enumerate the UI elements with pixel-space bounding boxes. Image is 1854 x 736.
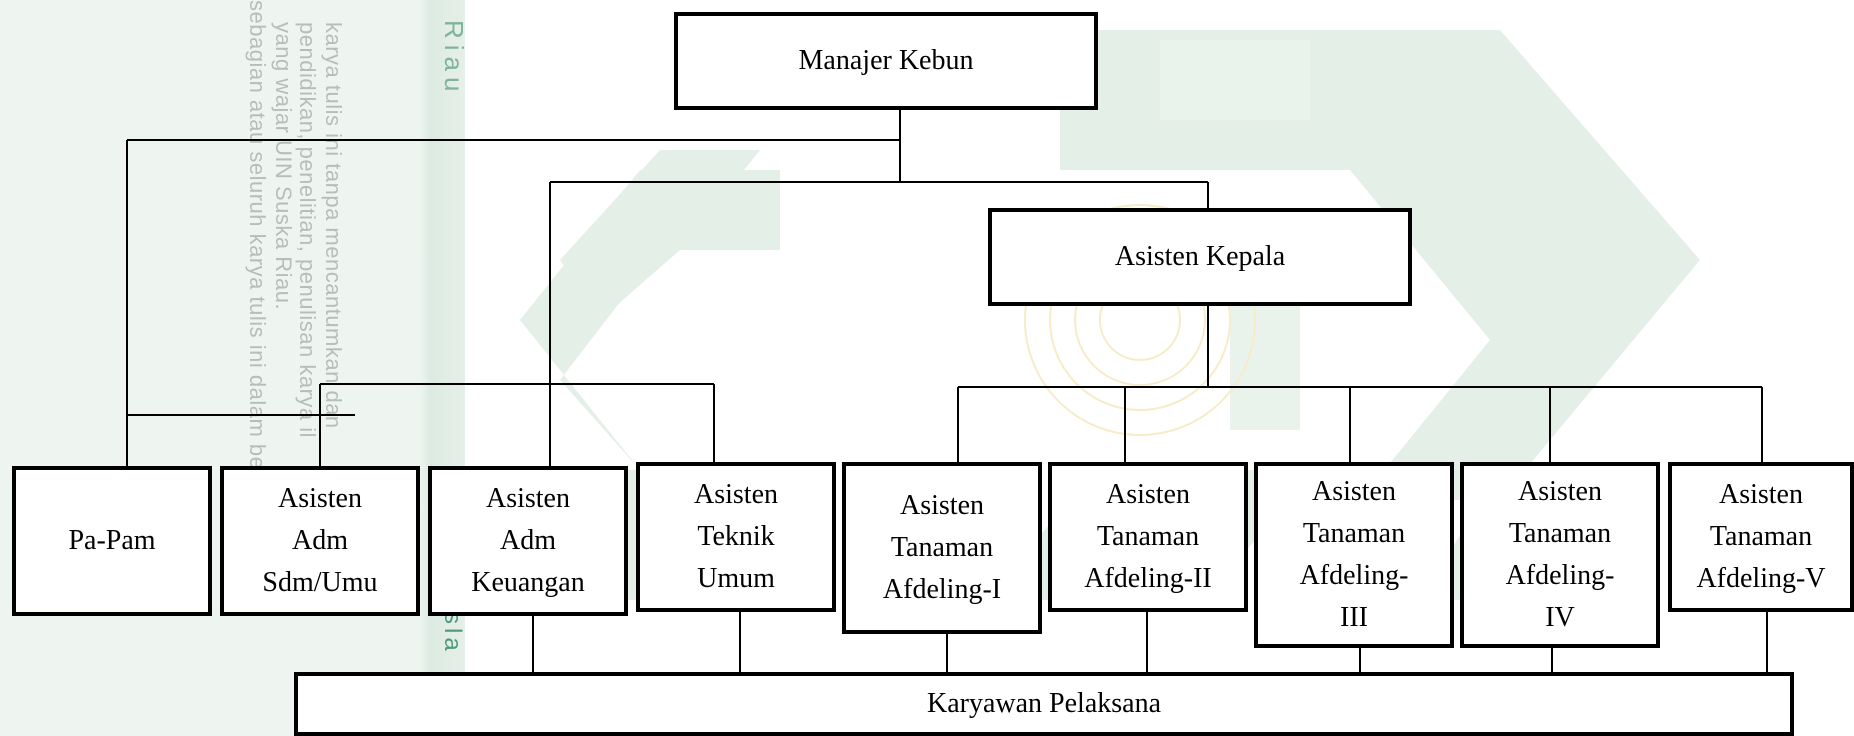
watermark-text-line-1: karya tulis ini tanpa mencantumkan dan — [321, 22, 346, 429]
unit-label: Asisten Tanaman Afdeling-I — [882, 490, 1002, 605]
unit-label: Asisten Teknik Umum — [694, 479, 778, 594]
unit-label: Asisten Tanaman Afdeling-V — [1696, 479, 1826, 594]
head-assistant-label: Asisten Kepala — [1114, 241, 1286, 272]
watermark-side-title: Riau — [439, 20, 469, 98]
unit-box-pa-pam: Pa-Pam — [12, 466, 212, 616]
manager-box: Manajer Kebun — [674, 12, 1098, 110]
unit-box-adm-sdm: Asisten Adm Sdm/Umu — [220, 466, 420, 616]
watermark-side-title-bottom: sla — [439, 612, 466, 655]
unit-label: Asisten Tanaman Afdeling-II — [1084, 479, 1212, 594]
unit-box-teknik-umum: Asisten Teknik Umum — [636, 462, 836, 612]
watermark-text-line-3: yang wajar UIN Suska Riau. — [271, 22, 296, 311]
watermark-text-line-2: pendidikan, penelitian, penulisan karya … — [295, 22, 320, 439]
unit-label: Asisten Adm Keuangan — [471, 483, 585, 598]
unit-box-afdeling-5: Asisten Tanaman Afdeling-V — [1668, 462, 1854, 612]
staff-box: Karyawan Pelaksana — [294, 672, 1794, 736]
head-assistant-box: Asisten Kepala — [988, 208, 1412, 306]
staff-label: Karyawan Pelaksana — [926, 688, 1161, 719]
unit-box-afdeling-3: Asisten Tanaman Afdeling- III — [1254, 462, 1454, 648]
unit-box-afdeling-4: Asisten Tanaman Afdeling- IV — [1460, 462, 1660, 648]
unit-label: Asisten Adm Sdm/Umu — [262, 483, 378, 598]
unit-label: Asisten Tanaman Afdeling- III — [1299, 476, 1409, 633]
unit-label: Asisten Tanaman Afdeling- IV — [1505, 476, 1615, 633]
unit-box-afdeling-1: Asisten Tanaman Afdeling-I — [842, 462, 1042, 634]
unit-box-afdeling-2: Asisten Tanaman Afdeling-II — [1048, 462, 1248, 612]
unit-box-adm-keuangan: Asisten Adm Keuangan — [428, 466, 628, 616]
unit-label: Pa-Pam — [68, 525, 156, 556]
manager-label: Manajer Kebun — [798, 45, 974, 76]
